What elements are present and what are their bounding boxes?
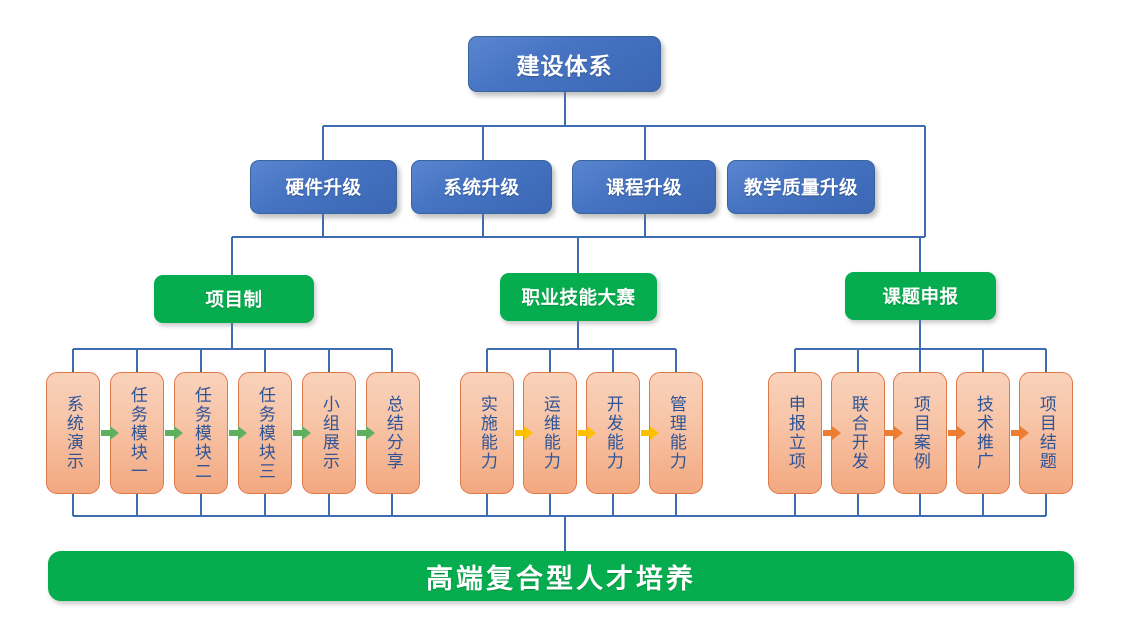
node-tier3-project-system[interactable]: 项目制 — [154, 275, 314, 323]
arrow-g2-3 — [641, 426, 659, 440]
arrow-g1-3 — [229, 426, 247, 440]
leaf-g1-label-1: 任务模块一 — [127, 385, 147, 481]
leaf-g3-project-case[interactable]: 项目案例 — [893, 372, 947, 494]
leaf-g2-label-1: 运维能力 — [540, 395, 560, 471]
leaf-g3-label-3: 技术推广 — [973, 395, 993, 471]
arrow-g1-4 — [293, 426, 311, 440]
node-tier3-research-project-application[interactable]: 课题申报 — [845, 272, 996, 320]
node-tier3-label-0: 项目制 — [205, 289, 263, 310]
node-tier2-hardware-upgrade[interactable]: 硬件升级 — [250, 160, 397, 214]
node-banner-label: 高端复合型人才培养 — [426, 563, 696, 594]
leaf-g3-label-0: 申报立项 — [785, 395, 805, 471]
node-tier2-label-2: 课程升级 — [605, 177, 682, 198]
leaf-g3-application-initiation[interactable]: 申报立项 — [768, 372, 822, 494]
node-root-label: 建设体系 — [516, 53, 613, 79]
arrow-g2-2 — [578, 426, 596, 440]
leaf-g2-label-2: 开发能力 — [603, 395, 623, 471]
node-tier2-label-3: 教学质量升级 — [743, 177, 858, 198]
node-tier2-label-0: 硬件升级 — [285, 177, 362, 198]
node-root-construction-system[interactable]: 建设体系 — [468, 36, 661, 92]
leaf-g3-label-2: 项目案例 — [910, 395, 930, 471]
node-tier2-course-upgrade[interactable]: 课程升级 — [572, 160, 716, 214]
leaf-g2-implementation-capability[interactable]: 实施能力 — [460, 372, 514, 494]
arrow-g1-5 — [357, 426, 375, 440]
leaf-g1-label-3: 任务模块三 — [255, 385, 275, 481]
node-tier3-vocational-skills-competition[interactable]: 职业技能大赛 — [500, 273, 657, 321]
leaf-g3-label-4: 项目结题 — [1036, 395, 1056, 471]
leaf-g1-label-5: 总结分享 — [383, 395, 403, 471]
arrow-g3-2 — [885, 426, 903, 440]
arrow-g3-1 — [823, 426, 841, 440]
arrow-g3-3 — [948, 426, 966, 440]
leaf-g2-label-0: 实施能力 — [477, 395, 497, 471]
leaf-g1-system-demo[interactable]: 系统演示 — [46, 372, 100, 494]
arrow-g1-1 — [101, 426, 119, 440]
leaf-g3-label-1: 联合开发 — [848, 395, 868, 471]
leaf-g1-label-4: 小组展示 — [319, 395, 339, 471]
node-tier2-teaching-quality-upgrade[interactable]: 教学质量升级 — [727, 160, 875, 214]
node-tier3-label-1: 职业技能大赛 — [521, 287, 636, 308]
leaf-g1-summary-sharing[interactable]: 总结分享 — [366, 372, 420, 494]
arrow-g3-4 — [1011, 426, 1029, 440]
node-tier2-system-upgrade[interactable]: 系统升级 — [411, 160, 552, 214]
leaf-g1-label-0: 系统演示 — [63, 395, 83, 471]
arrow-g2-1 — [515, 426, 533, 440]
leaf-g2-development-capability[interactable]: 开发能力 — [586, 372, 640, 494]
leaf-g2-label-3: 管理能力 — [666, 395, 686, 471]
node-tier2-label-1: 系统升级 — [443, 177, 520, 198]
node-tier3-label-2: 课题申报 — [882, 286, 959, 307]
node-banner-talent-cultivation[interactable]: 高端复合型人才培养 — [48, 551, 1074, 601]
arrow-g1-2 — [165, 426, 183, 440]
leaf-g1-task-module-2[interactable]: 任务模块二 — [174, 372, 228, 494]
leaf-g1-label-2: 任务模块二 — [191, 385, 211, 481]
